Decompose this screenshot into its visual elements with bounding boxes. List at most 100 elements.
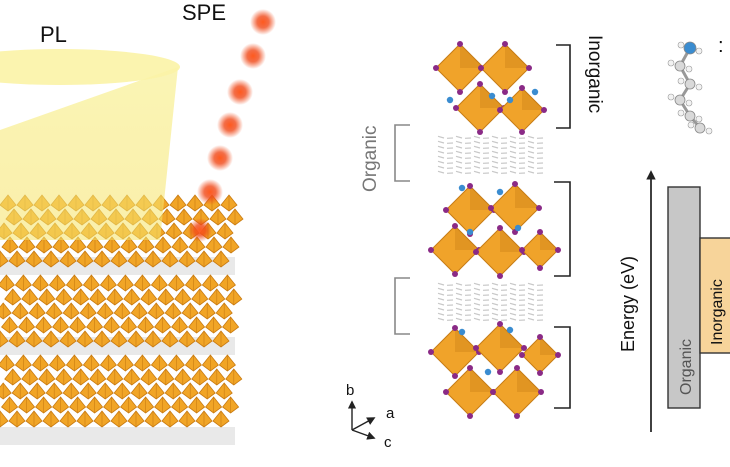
photon-dot bbox=[197, 179, 223, 205]
halide-atom bbox=[538, 389, 544, 395]
carbon-bond bbox=[455, 160, 463, 164]
nitrogen-atom bbox=[506, 326, 514, 334]
nitrogen-atom bbox=[458, 184, 466, 192]
carbon-bond bbox=[455, 135, 463, 139]
octahedron bbox=[428, 325, 482, 379]
inorganic-band-bar bbox=[699, 237, 730, 354]
carbon-bond bbox=[509, 287, 517, 291]
organic-band-bar bbox=[667, 186, 701, 409]
nitrogen-atom bbox=[466, 228, 474, 236]
octahedron-shade bbox=[522, 88, 544, 110]
halide-atom bbox=[490, 389, 496, 395]
octahedron-unit bbox=[0, 382, 12, 400]
crystal-axes: b a c bbox=[346, 382, 395, 451]
organic-label: Organic bbox=[360, 125, 381, 192]
carbon-bond bbox=[527, 135, 535, 139]
carbon-bond bbox=[509, 140, 517, 144]
carbon-bond bbox=[491, 302, 499, 306]
octahedron-shade bbox=[460, 44, 484, 68]
carbon-atom bbox=[674, 94, 686, 106]
carbon-bond bbox=[509, 317, 517, 321]
octahedron bbox=[488, 181, 542, 235]
halide-atom bbox=[452, 271, 458, 277]
octahedron bbox=[519, 334, 561, 376]
carbon-bond bbox=[527, 307, 535, 311]
halide-atom bbox=[428, 349, 434, 355]
carbon-bond bbox=[491, 287, 499, 291]
carbon-bond bbox=[437, 317, 445, 321]
carbon-bond bbox=[437, 165, 445, 169]
carbon-bond bbox=[455, 297, 463, 301]
octahedron-unit bbox=[0, 354, 15, 372]
carbon-bond bbox=[509, 302, 517, 306]
nitrogen-atom bbox=[488, 92, 496, 100]
carbon-bond bbox=[455, 145, 463, 149]
hydrogen-atom bbox=[685, 99, 693, 107]
organic-bracket-top bbox=[394, 124, 410, 182]
halide-atom bbox=[467, 413, 473, 419]
nitrogen-atom bbox=[496, 188, 504, 196]
halide-atom bbox=[443, 207, 449, 213]
octahedron-shade bbox=[500, 324, 524, 348]
photon-dot bbox=[217, 112, 243, 138]
octahedron bbox=[478, 41, 532, 95]
carbon-bond bbox=[491, 170, 499, 174]
carbon-bond bbox=[527, 297, 535, 301]
carbon-bond bbox=[455, 155, 463, 159]
carbon-bond bbox=[509, 165, 517, 169]
carbon-bond bbox=[473, 160, 481, 164]
halide-atom bbox=[519, 352, 525, 358]
octahedron-shade bbox=[470, 368, 494, 392]
halide-atom bbox=[452, 325, 458, 331]
nitrogen-atom bbox=[506, 96, 514, 104]
octahedron bbox=[473, 225, 527, 279]
carbon-bond bbox=[437, 140, 445, 144]
carbon-bond bbox=[527, 302, 535, 306]
carbon-bond bbox=[491, 282, 499, 286]
halide-atom bbox=[457, 89, 463, 95]
halide-atom bbox=[514, 365, 520, 371]
carbon-bond bbox=[455, 317, 463, 321]
carbon-bond bbox=[509, 155, 517, 159]
octahedron-shade bbox=[455, 226, 479, 250]
organic-bar-label: Organic bbox=[678, 339, 695, 395]
halide-atom bbox=[497, 225, 503, 231]
halide-atom bbox=[453, 105, 459, 111]
hydrogen-atom bbox=[677, 77, 685, 85]
carbon-bond bbox=[473, 135, 481, 139]
perovskite-sheet bbox=[0, 354, 243, 445]
carbon-bond bbox=[473, 282, 481, 286]
hydrogen-atom bbox=[695, 47, 703, 55]
carbon-bond bbox=[437, 282, 445, 286]
axis-c-arrow bbox=[351, 429, 376, 440]
octahedron-unit bbox=[0, 302, 12, 320]
halide-atom bbox=[537, 265, 543, 271]
crystal-structure bbox=[428, 41, 561, 419]
photon-dot bbox=[227, 79, 253, 105]
octahedron bbox=[473, 321, 527, 375]
halide-atom bbox=[519, 247, 525, 253]
octahedron-unit bbox=[0, 274, 15, 292]
carbon-bond bbox=[437, 150, 445, 154]
octahedron bbox=[519, 229, 561, 271]
carbon-bond bbox=[491, 145, 499, 149]
halide-atom bbox=[502, 89, 508, 95]
carbon-atom bbox=[674, 60, 686, 72]
hydrogen-atom bbox=[667, 93, 675, 101]
halide-atom bbox=[519, 129, 525, 135]
carbon-bond bbox=[473, 307, 481, 311]
carbon-bond bbox=[527, 287, 535, 291]
hydrogen-atom bbox=[695, 115, 703, 123]
carbon-bond bbox=[473, 287, 481, 291]
halide-atom bbox=[478, 65, 484, 71]
nitrogen-atom bbox=[458, 328, 466, 336]
carbon-bond bbox=[491, 155, 499, 159]
carbon-bond bbox=[473, 317, 481, 321]
carbon-bond bbox=[527, 140, 535, 144]
carbon-bond bbox=[527, 312, 535, 316]
inorganic-bracket-middle bbox=[554, 181, 571, 277]
octahedron-unit bbox=[0, 410, 9, 428]
organic-bracket-bottom bbox=[394, 277, 410, 335]
halide-atom bbox=[537, 229, 543, 235]
carbon-bond bbox=[527, 292, 535, 296]
